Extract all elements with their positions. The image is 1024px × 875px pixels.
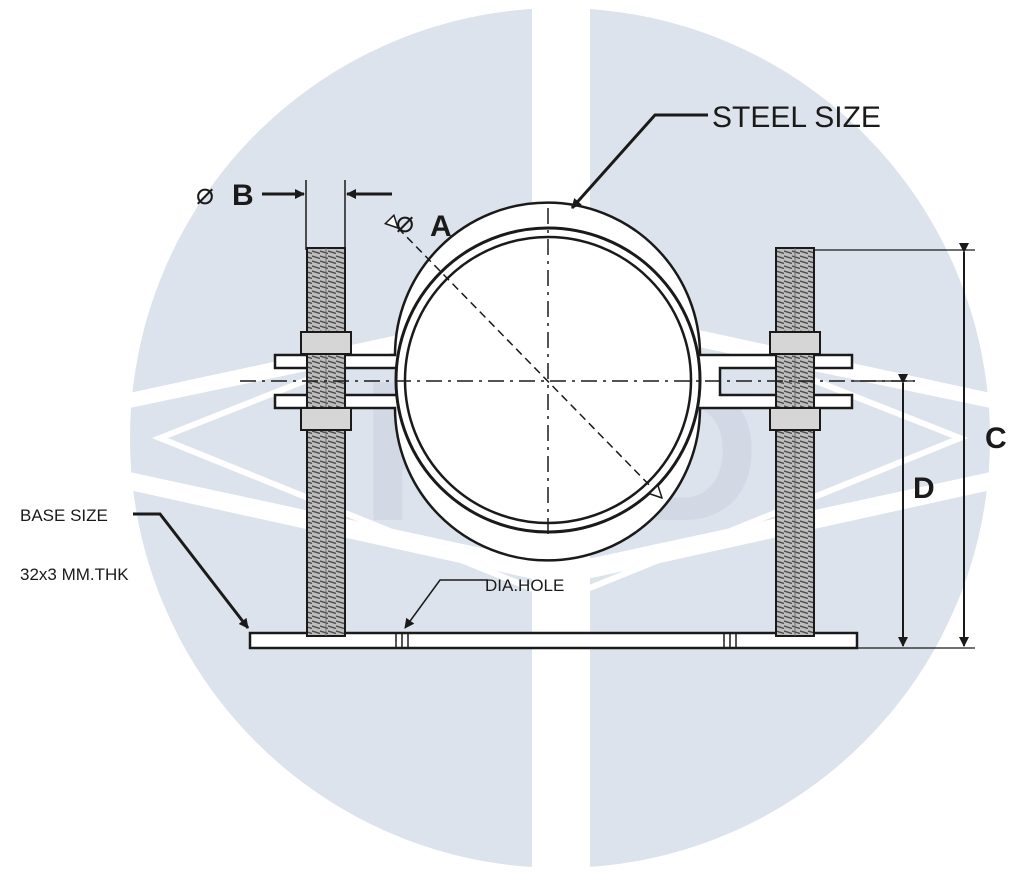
dim-a-line — [398, 228, 662, 498]
dia-hole-right — [723, 633, 737, 648]
right-nut-top — [769, 331, 821, 355]
left-stud-bolt — [300, 247, 352, 637]
base-size-label: BASE SIZE — [20, 506, 108, 525]
dia-hole-leader — [404, 579, 488, 629]
dim-a-label: A — [430, 210, 452, 243]
dim-d-label: D — [913, 472, 935, 505]
dim-b-symbol: ⌀ — [196, 178, 214, 211]
base-size-leader — [133, 512, 250, 629]
dim-c-label: C — [985, 422, 1007, 455]
steel-size-label: STEEL SIZE — [712, 101, 881, 134]
dim-b-label: B — [232, 179, 254, 212]
steel-size-leader — [570, 113, 708, 209]
base-plate — [248, 631, 859, 650]
right-stud-bolt — [769, 247, 821, 637]
right-nut-bottom — [769, 407, 821, 431]
dia-hole-left — [395, 633, 409, 648]
left-nut-top — [300, 331, 352, 355]
dia-hole-label: DIA.HOLE — [485, 576, 564, 595]
dim-a-symbol: ⌀ — [396, 206, 414, 239]
left-nut-bottom — [300, 407, 352, 431]
base-thickness-label: 32x3 MM.THK — [20, 565, 129, 584]
